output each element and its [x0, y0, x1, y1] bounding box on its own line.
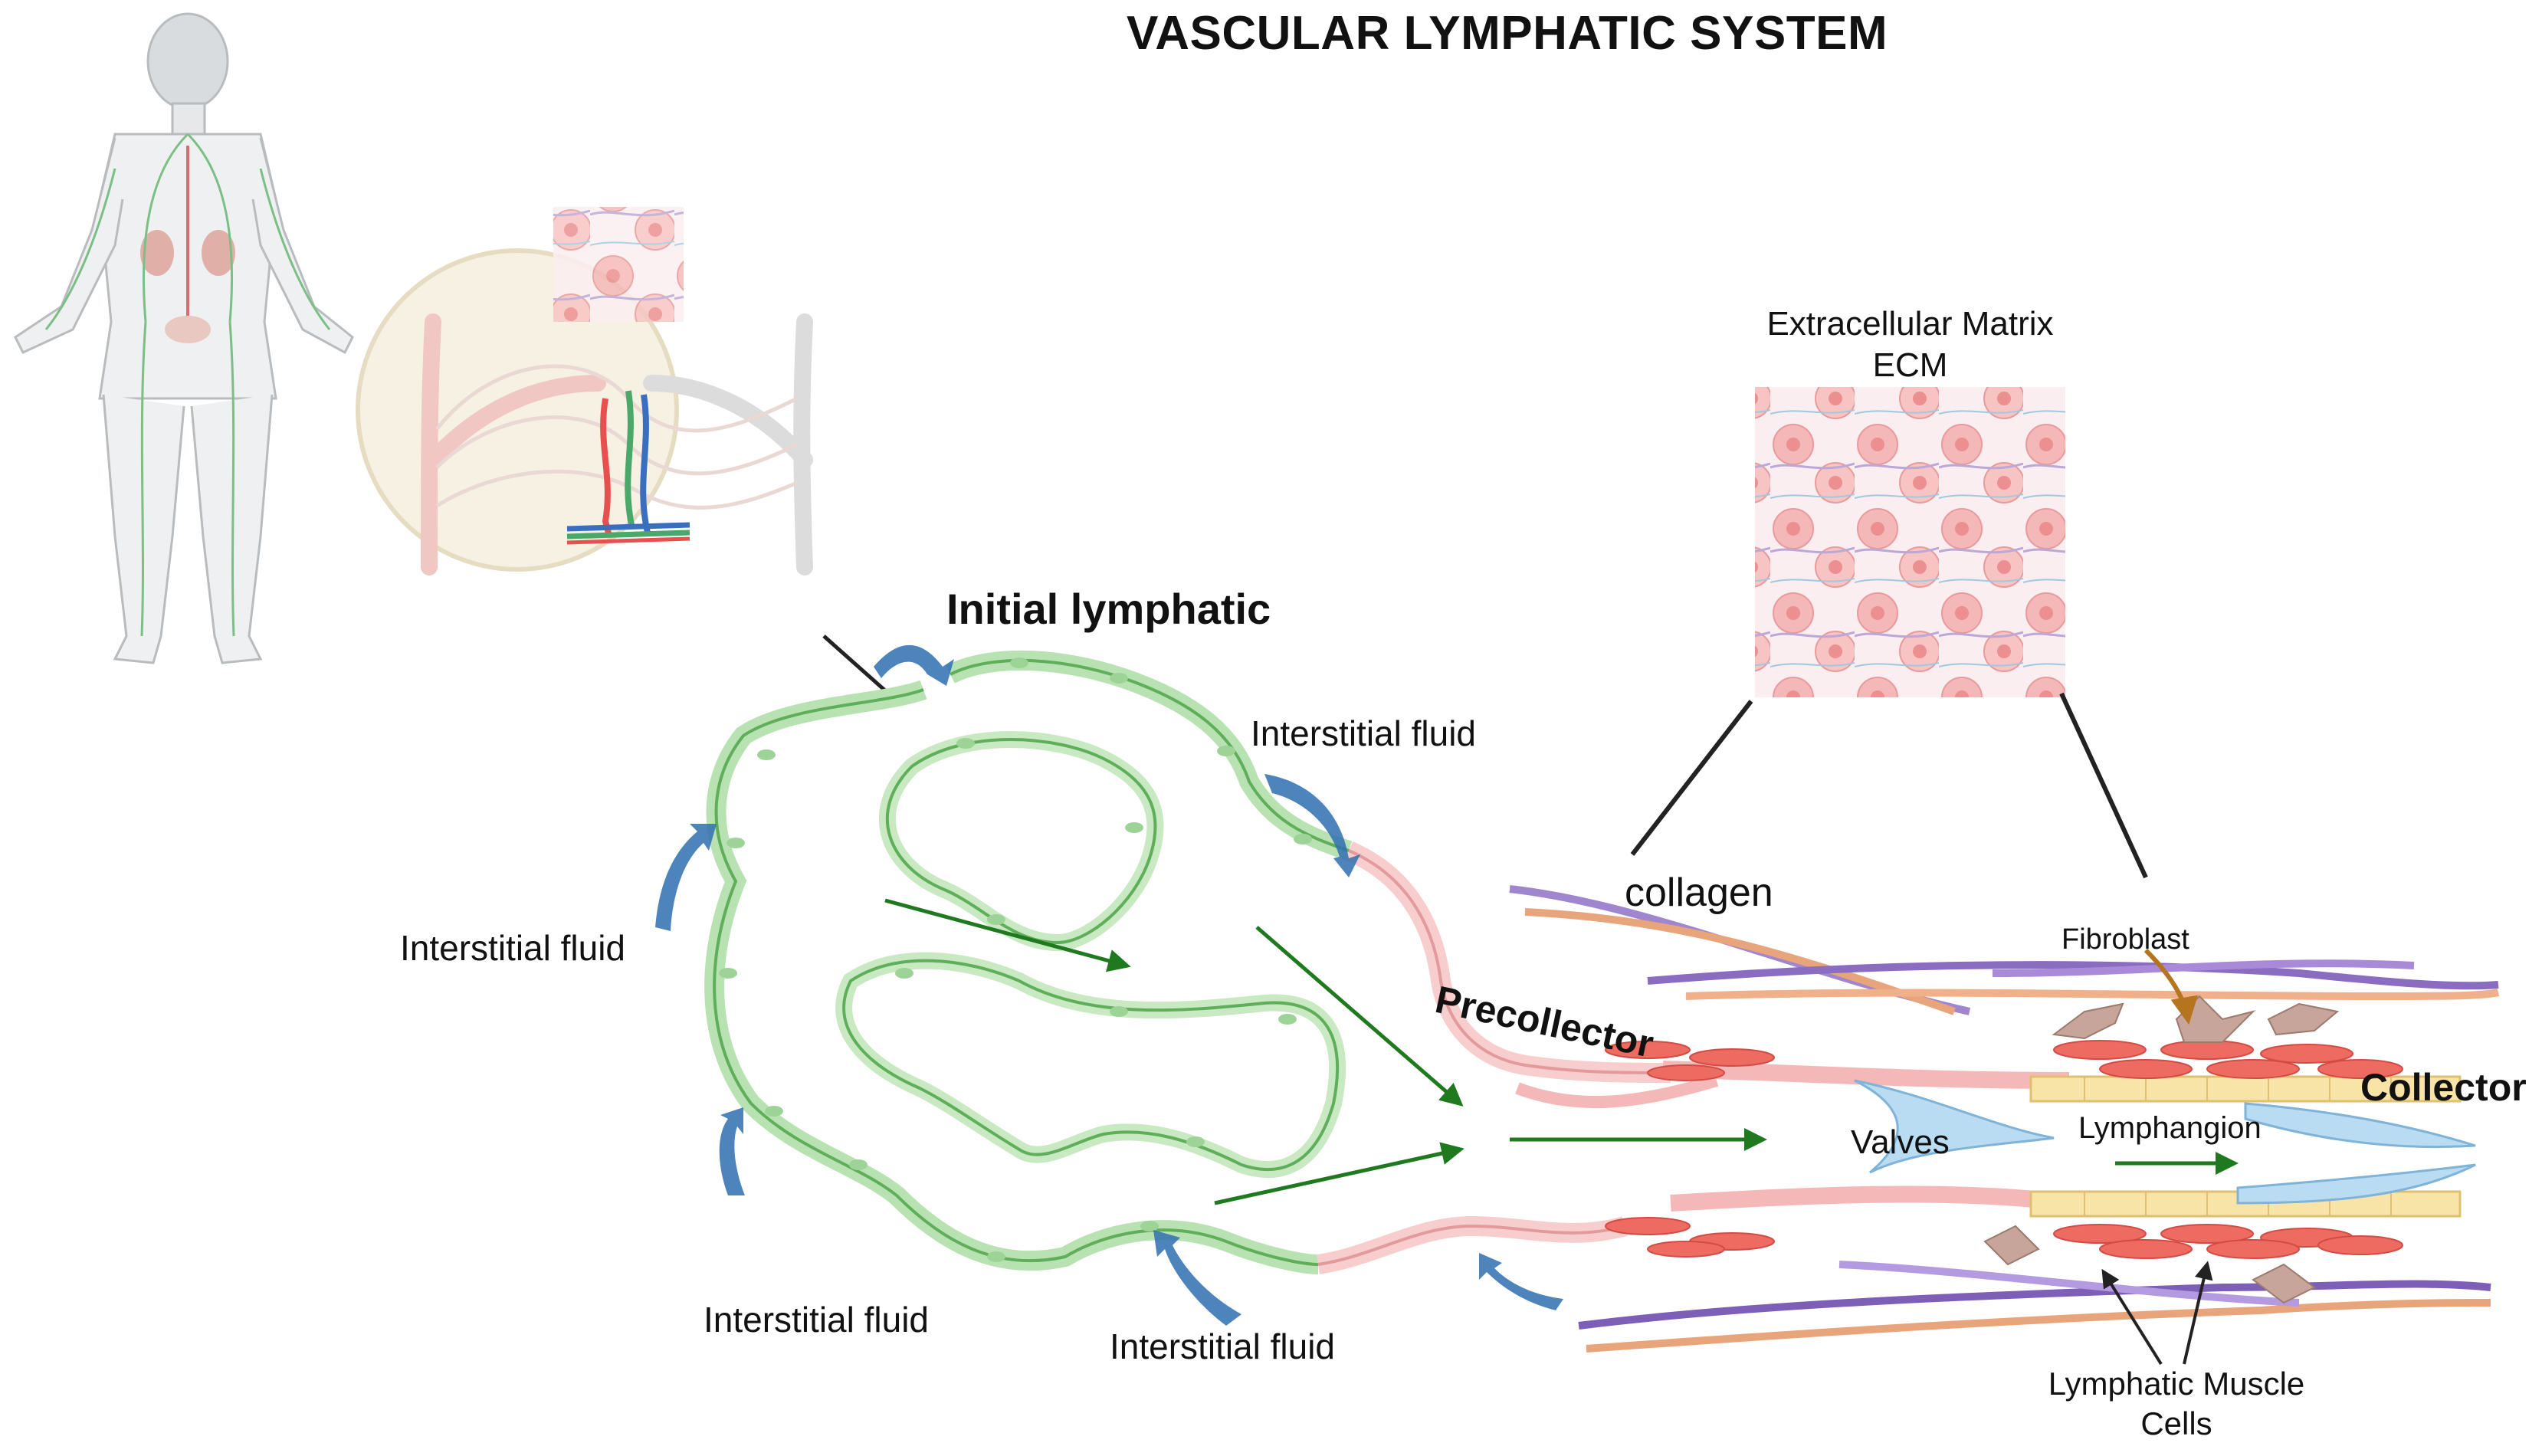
interstitial-fluid-arrows — [655, 644, 1563, 1326]
ecm-connector-right — [2059, 692, 2148, 879]
collagen-label: collagen — [1625, 871, 1773, 915]
initial-lymphatic-network — [704, 650, 1353, 1274]
muscle-cell-pointer-arrows — [2101, 1261, 2213, 1366]
ecm-label: Extracellular Matrix ECM — [1755, 303, 2065, 386]
ecm-label-line1: Extracellular Matrix — [1766, 305, 2054, 343]
collector-label: Collector — [2360, 1066, 2527, 1109]
lymphatic-cell-nuclei — [719, 657, 1312, 1262]
precollector-vessel — [1317, 841, 1719, 1274]
muscle-label-line2: Cells — [2140, 1405, 2212, 1441]
zoom-connector-line — [822, 635, 894, 699]
interstitial-fluid-label-bottom-left: Interstitial fluid — [704, 1300, 930, 1340]
page-title: VASCULAR LYMPHATIC SYSTEM — [1127, 7, 1888, 60]
ecm-connector-left — [1630, 700, 1753, 856]
interstitial-fluid-label-top-right: Interstitial fluid — [1251, 713, 1477, 753]
lymphangion-label: Lymphangion — [2078, 1111, 2262, 1145]
valves-label: Valves — [1851, 1123, 1950, 1161]
flow-arrows — [884, 898, 2239, 1205]
muscle-label-line1: Lymphatic Muscle — [2048, 1366, 2305, 1402]
ecm-tissue-icon — [1755, 387, 2065, 697]
fibroblast-pointer-arrow — [2143, 948, 2199, 1025]
initial-lymphatic-label: Initial lymphatic — [946, 585, 1271, 633]
interstitial-fluid-label-bottom-mid: Interstitial fluid — [1110, 1326, 1336, 1366]
lymphatic-muscle-cells-label: Lymphatic Muscle Cells — [2008, 1364, 2345, 1444]
ecm-label-line2: ECM — [1872, 346, 1948, 384]
human-body-icon — [14, 12, 354, 664]
interstitial-fluid-label-left: Interstitial fluid — [400, 928, 626, 968]
lymphatic-muscle-cell-icon — [1605, 1040, 2403, 1259]
valve-icon — [1854, 1079, 2476, 1205]
fibroblast-label: Fibroblast — [2061, 923, 2189, 956]
capillary-bed-icon — [356, 207, 813, 576]
collagen-fibers — [1509, 885, 2500, 1353]
